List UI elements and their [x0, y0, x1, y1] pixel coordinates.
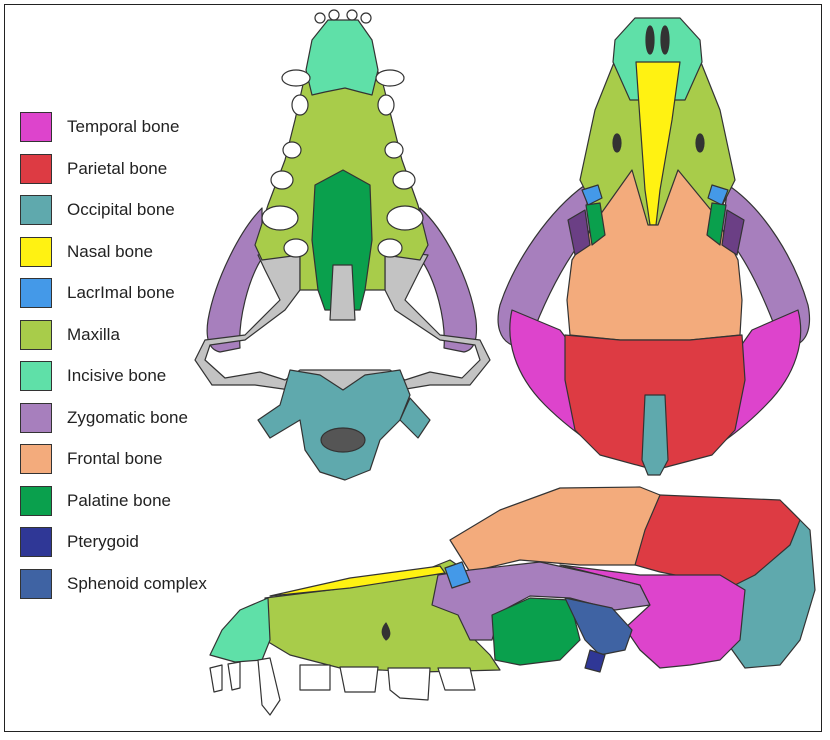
skull-detail — [284, 239, 308, 257]
skull-detail — [387, 206, 423, 230]
lateral-frontal — [450, 487, 660, 572]
skull-detail — [376, 70, 404, 86]
skull-detail — [361, 13, 371, 23]
skull-detail — [228, 662, 240, 690]
ventral-incisive — [306, 20, 378, 95]
skull-detail — [393, 171, 415, 189]
dorsal-view-skull — [498, 18, 809, 475]
skull-detail — [340, 667, 378, 692]
skull-detail — [385, 142, 403, 158]
skull-detail — [438, 668, 475, 690]
skull-detail — [283, 142, 301, 158]
skull-detail — [271, 171, 293, 189]
skull-detail — [315, 13, 325, 23]
ventral-foramen-magnum — [321, 428, 365, 452]
skull-detail — [210, 665, 222, 692]
skull-detail — [258, 658, 280, 715]
lateral-view-skull — [210, 487, 815, 715]
skull-detail — [292, 95, 308, 115]
skull-detail — [388, 668, 430, 700]
skull-detail — [300, 665, 330, 690]
lateral-incisive — [210, 598, 270, 662]
skull-detail — [329, 10, 339, 20]
dorsal-nostril-left — [646, 26, 654, 54]
skull-detail — [378, 95, 394, 115]
dorsal-nostril-right — [661, 26, 669, 54]
dorsal-occipital — [642, 395, 668, 475]
dorsal-foramen-left — [613, 134, 621, 152]
ventral-view-skull — [195, 10, 490, 480]
skull-detail — [378, 239, 402, 257]
dorsal-foramen-right — [696, 134, 704, 152]
ventral-choana — [330, 265, 355, 320]
skull-detail — [347, 10, 357, 20]
skull-detail — [262, 206, 298, 230]
skull-detail — [282, 70, 310, 86]
